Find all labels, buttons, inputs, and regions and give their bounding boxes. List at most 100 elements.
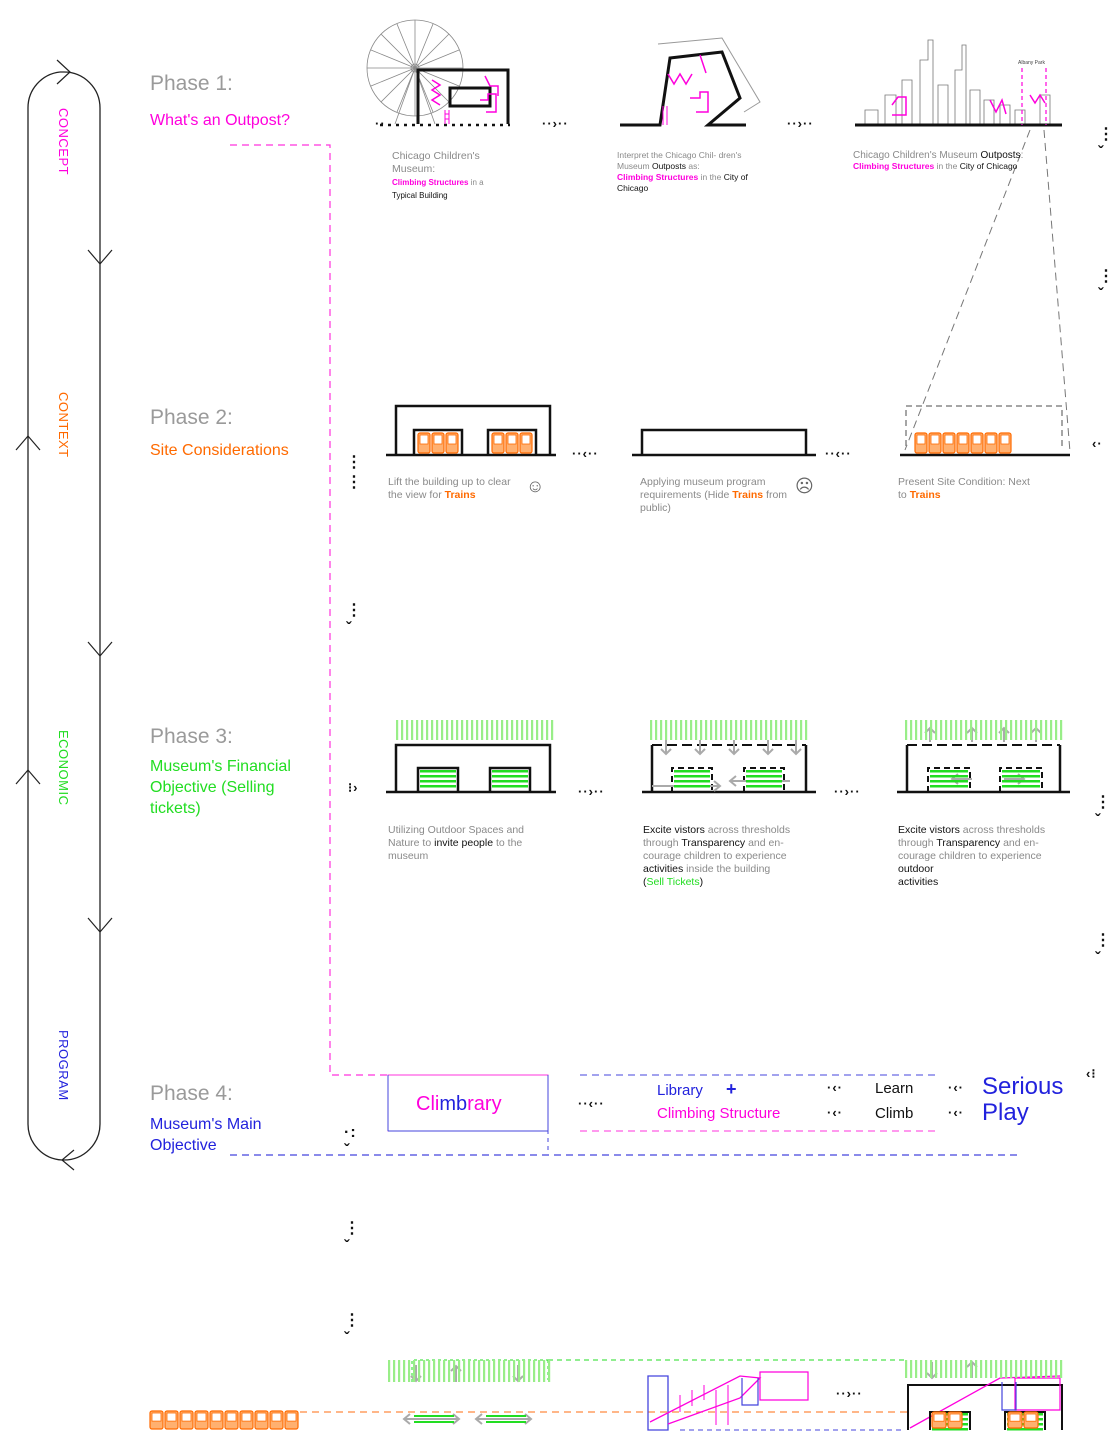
grass-stripe bbox=[750, 720, 753, 740]
arrow-left-icon: ‹· bbox=[1092, 436, 1103, 451]
green-stripe bbox=[420, 780, 456, 783]
green-stripe bbox=[930, 775, 968, 778]
phase-2-caption-1: Lift the building up to clear the view f… bbox=[388, 476, 511, 501]
grass-stripe bbox=[985, 1360, 988, 1378]
grass-stripe bbox=[536, 720, 539, 740]
arrow-left-icon: ·‹· bbox=[827, 1080, 843, 1095]
phase-2-subtitle: Site Considerations bbox=[150, 442, 289, 459]
grass-stripe bbox=[416, 720, 419, 740]
grass-stripe bbox=[551, 720, 554, 740]
grass-stripe bbox=[521, 720, 524, 740]
arrow-left-icon: ‹⁝ bbox=[1086, 1066, 1097, 1081]
grass-stripe bbox=[436, 720, 439, 740]
grass-stripe bbox=[1025, 1360, 1028, 1378]
arrow-left-icon: ··‹·· bbox=[578, 1096, 605, 1111]
train-icon bbox=[947, 1411, 963, 1429]
grass-stripe bbox=[506, 720, 509, 740]
grass-stripe bbox=[655, 720, 658, 740]
grass-stripe bbox=[511, 720, 514, 740]
phase-1-subtitle: What's an Outpost? bbox=[150, 112, 291, 129]
grass-stripe bbox=[955, 1360, 958, 1378]
grass-stripe bbox=[493, 1360, 496, 1382]
grass-stripe bbox=[980, 1360, 983, 1378]
grass-stripe bbox=[1000, 720, 1003, 740]
arrow-down-icon: ⋮ˇ bbox=[344, 1220, 361, 1255]
arrow-right-icon: ··›·· bbox=[836, 1386, 863, 1401]
green-stripe bbox=[492, 770, 528, 773]
grass-stripe bbox=[790, 720, 793, 740]
grass-stripe bbox=[1050, 720, 1053, 740]
phase-3-caption-3: Excite vistors across thresholds through… bbox=[898, 824, 1046, 888]
grass-stripe bbox=[915, 1360, 918, 1378]
green-stripe bbox=[930, 780, 968, 783]
arrow-down-icon: ⋮ˇ bbox=[1098, 268, 1110, 303]
green-stripe bbox=[420, 770, 456, 773]
grass-stripe bbox=[548, 1360, 551, 1382]
train-icon bbox=[164, 1410, 179, 1430]
grass-stripe bbox=[1015, 720, 1018, 740]
grass-stripe bbox=[398, 1360, 401, 1382]
grass-stripe bbox=[411, 720, 414, 740]
grass-stripe bbox=[538, 1360, 541, 1382]
climbrary-label: Climbrary bbox=[416, 1093, 502, 1115]
grass-stripe bbox=[795, 720, 798, 740]
green-stripe bbox=[420, 775, 456, 778]
learn-label: Learn bbox=[875, 1080, 914, 1097]
green-stripe bbox=[746, 770, 782, 773]
grass-stripe bbox=[975, 720, 978, 740]
library-label: Library bbox=[657, 1082, 703, 1099]
train-icon bbox=[209, 1410, 224, 1430]
grass-stripe bbox=[541, 720, 544, 740]
grass-stripe bbox=[453, 1360, 456, 1382]
grass-stripe bbox=[433, 1360, 436, 1382]
phase-1-title: Phase 1: bbox=[150, 72, 233, 95]
grass-stripe bbox=[403, 1360, 406, 1382]
grass-stripe bbox=[770, 720, 773, 740]
grass-stripe bbox=[970, 720, 973, 740]
train-icon bbox=[998, 432, 1012, 454]
albany-park-label: Albany Park bbox=[1018, 60, 1045, 66]
grass-stripe bbox=[468, 1360, 471, 1382]
grass-stripe bbox=[995, 720, 998, 740]
grass-stripe bbox=[431, 720, 434, 740]
arrow-down-icon: ⋮ˇ bbox=[1095, 794, 1110, 829]
grass-stripe bbox=[950, 1360, 953, 1378]
grass-stripe bbox=[965, 1360, 968, 1378]
grass-stripe bbox=[735, 720, 738, 740]
grass-stripe bbox=[915, 720, 918, 740]
green-stripe bbox=[746, 785, 782, 788]
train-icon bbox=[445, 432, 459, 454]
grass-stripe bbox=[476, 720, 479, 740]
grass-stripe bbox=[1020, 720, 1023, 740]
grass-stripe bbox=[1045, 720, 1048, 740]
grass-stripe bbox=[965, 720, 968, 740]
grass-stripe bbox=[920, 1360, 923, 1378]
sidebar-label-context: CONTEXT bbox=[56, 392, 71, 458]
phase-3-caption-2: Excite vistors across thresholds through… bbox=[643, 824, 791, 888]
phase-3-title: Phase 3: bbox=[150, 725, 233, 748]
grass-stripe bbox=[1020, 1360, 1023, 1378]
grass-stripe bbox=[483, 1360, 486, 1382]
green-stripe bbox=[492, 775, 528, 778]
train-icon bbox=[431, 432, 445, 454]
grass-stripe bbox=[935, 1360, 938, 1378]
grass-stripe bbox=[1015, 1360, 1018, 1378]
green-stripe bbox=[1002, 785, 1040, 788]
grass-stripe bbox=[528, 1360, 531, 1382]
grass-stripe bbox=[705, 720, 708, 740]
grass-stripe bbox=[523, 1360, 526, 1382]
grass-stripe bbox=[1040, 1360, 1043, 1378]
grass-stripe bbox=[665, 720, 668, 740]
grass-stripe bbox=[800, 720, 803, 740]
dots-marker: ·· bbox=[375, 116, 386, 131]
grass-stripe bbox=[448, 1360, 451, 1382]
phase-2-caption-3: Present Site Condition: Next to Trains bbox=[898, 476, 1030, 501]
green-stripe bbox=[930, 785, 968, 788]
grass-stripe bbox=[950, 720, 953, 740]
train-icon bbox=[956, 432, 970, 454]
arrow-down-icon: ⋮ˇ bbox=[1095, 932, 1110, 967]
arrow-right-icon: ⁝› bbox=[348, 780, 359, 795]
phase-4-subtitle: Museum's Main Objective bbox=[150, 1116, 262, 1154]
